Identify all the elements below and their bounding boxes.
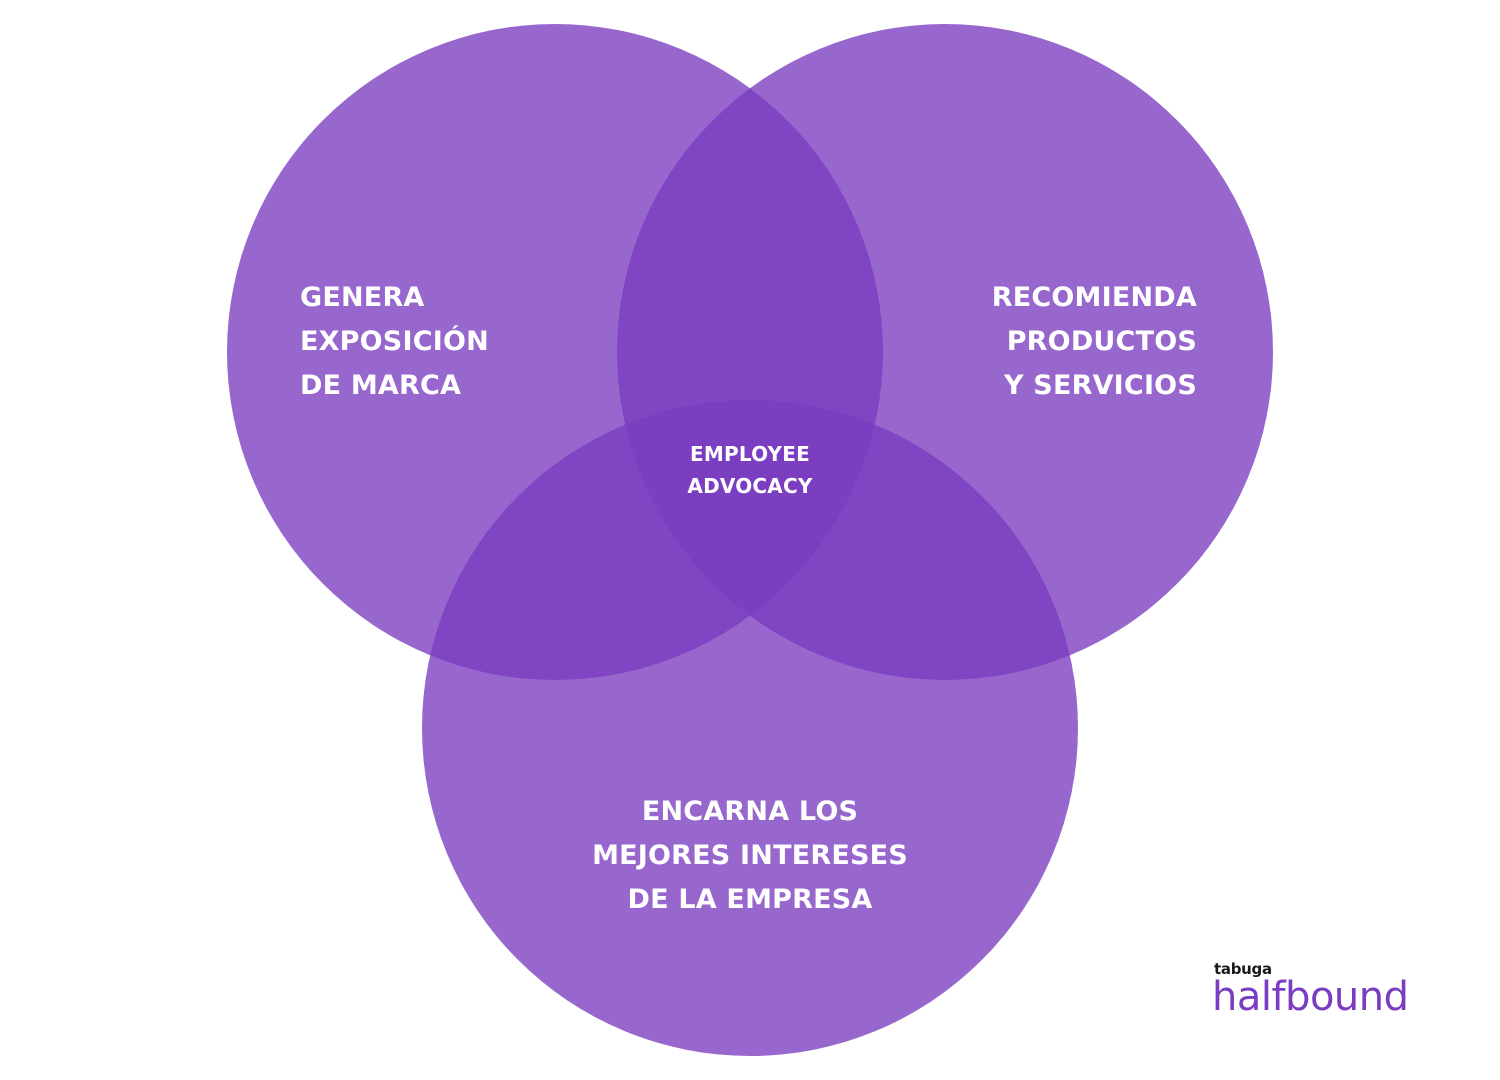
center-line-1: EMPLOYEE (690, 442, 810, 466)
circle-right-line-2: PRODUCTOS (1006, 326, 1197, 357)
circle-left-line-2: EXPOSICIÓN (300, 326, 489, 357)
logo-big-text: halfbound (1212, 974, 1409, 1020)
circle-left-label: GENERA EXPOSICIÓN DE MARCA (300, 276, 489, 408)
center-line-2: ADVOCACY (687, 474, 813, 498)
circle-bottom-line-1: ENCARNA LOS (641, 796, 859, 827)
logo-small-text: tabuga (1214, 960, 1272, 978)
circle-left-line-3: DE MARCA (300, 370, 462, 401)
circle-bottom-line-2: MEJORES INTERESES (592, 840, 908, 871)
circle-right-line-3: Y SERVICIOS (1003, 370, 1197, 401)
circle-bottom-label: ENCARNA LOS MEJORES INTERESES DE LA EMPR… (450, 790, 1050, 922)
circle-bottom-line-3: DE LA EMPRESA (627, 884, 873, 915)
brand-logo: tabuga halfbound (1212, 960, 1432, 1030)
center-label: EMPLOYEE ADVOCACY (600, 438, 900, 502)
circle-right-line-1: RECOMIENDA (991, 282, 1197, 313)
circle-bottom (422, 400, 1078, 1056)
circle-right-label: RECOMIENDA PRODUCTOS Y SERVICIOS (992, 276, 1197, 408)
circle-left-line-1: GENERA (300, 282, 425, 313)
